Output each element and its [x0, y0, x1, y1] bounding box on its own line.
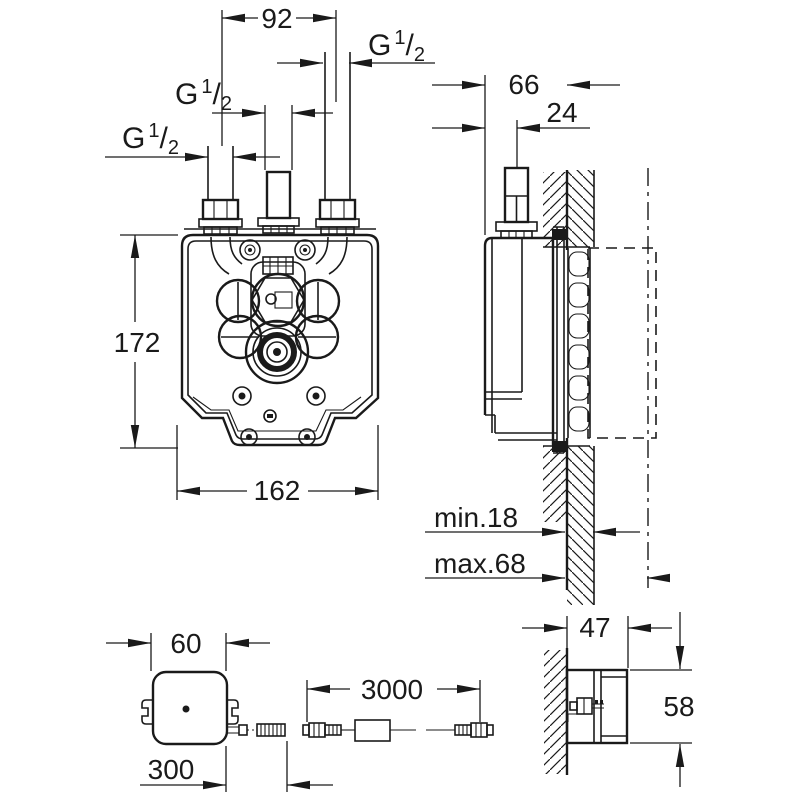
dim-pipe-offset: 24 — [432, 97, 590, 168]
dim-pipe-offset-label: 24 — [546, 97, 577, 128]
dim-finish-max: max.68 — [425, 548, 670, 583]
power-supply-side-view: 47 58 — [522, 612, 695, 787]
dim-box-depth-label: 66 — [508, 69, 539, 100]
psu-side-connector — [567, 697, 604, 722]
side-box-body — [483, 226, 566, 454]
dim-box-width-label: 162 — [254, 475, 301, 506]
dim-psu-width: 60 — [106, 628, 270, 671]
finish-layer-bottom — [543, 446, 567, 522]
dim-psu-height-label: 58 — [663, 691, 694, 722]
dim-psu-depth-label: 47 — [579, 612, 610, 643]
extension-cable: 3000 — [302, 674, 494, 742]
power-supply-tab-right — [227, 699, 239, 725]
dim-finish-max-label: max.68 — [434, 548, 526, 579]
dim-psu-width-label: 60 — [170, 628, 201, 659]
dim-psu-cable-length-label: 300 — [148, 754, 195, 785]
extension-cable-connector-right — [454, 722, 494, 738]
power-supply-front-view: 60 300 — [106, 628, 333, 792]
dim-extension-cable-length: 3000 — [306, 674, 481, 722]
wall-back-line — [543, 170, 595, 605]
valve-body-cluster — [210, 236, 348, 446]
front-box-bottom-contour — [192, 396, 362, 432]
extension-cable-connector-left — [302, 722, 355, 738]
dim-psu-height: 58 — [630, 612, 695, 787]
dim-psu-depth: 47 — [522, 612, 672, 668]
outlet-spigot — [244, 319, 310, 385]
dim-box-depth: 66 — [432, 69, 620, 235]
wall-section-psu — [544, 650, 567, 774]
inlet-pipe-right — [315, 52, 360, 235]
dim-box-width: 162 — [176, 425, 379, 506]
side-pipe — [495, 166, 538, 239]
dim-finish-min-label: min.18 — [434, 502, 518, 533]
front-view: 92 G1/2 G1/2 G1/2 172 — [105, 3, 435, 506]
power-supply-tab-left — [141, 699, 153, 725]
front-box-inner-outline — [187, 240, 373, 440]
outlet-pipe-center — [257, 170, 300, 234]
inlet-pipe-left — [198, 146, 243, 235]
power-supply-center-hole — [182, 705, 190, 713]
protection-template-outline — [587, 247, 657, 439]
dim-psu-cable-length: 300 — [140, 741, 333, 792]
dim-pipe-spacing: 92 — [221, 3, 337, 146]
extension-cable-inline-box — [354, 719, 391, 742]
wall-section-top — [567, 170, 594, 247]
dim-pipe-spacing-label: 92 — [261, 3, 292, 34]
dim-finish-min: min.18 — [425, 502, 640, 537]
front-box-outer-outline — [180, 233, 380, 447]
wall-section-bottom — [567, 446, 594, 605]
adjustment-collar — [567, 248, 591, 438]
dim-extension-cable-length-label: 3000 — [361, 674, 423, 705]
psu-side-box — [565, 668, 629, 745]
dim-box-height: 172 — [114, 234, 178, 449]
dim-box-height-label: 172 — [114, 327, 161, 358]
side-view: 66 24 min.18 max.68 — [425, 69, 670, 605]
power-supply-cable — [227, 723, 286, 737]
power-supply-box — [151, 670, 229, 746]
